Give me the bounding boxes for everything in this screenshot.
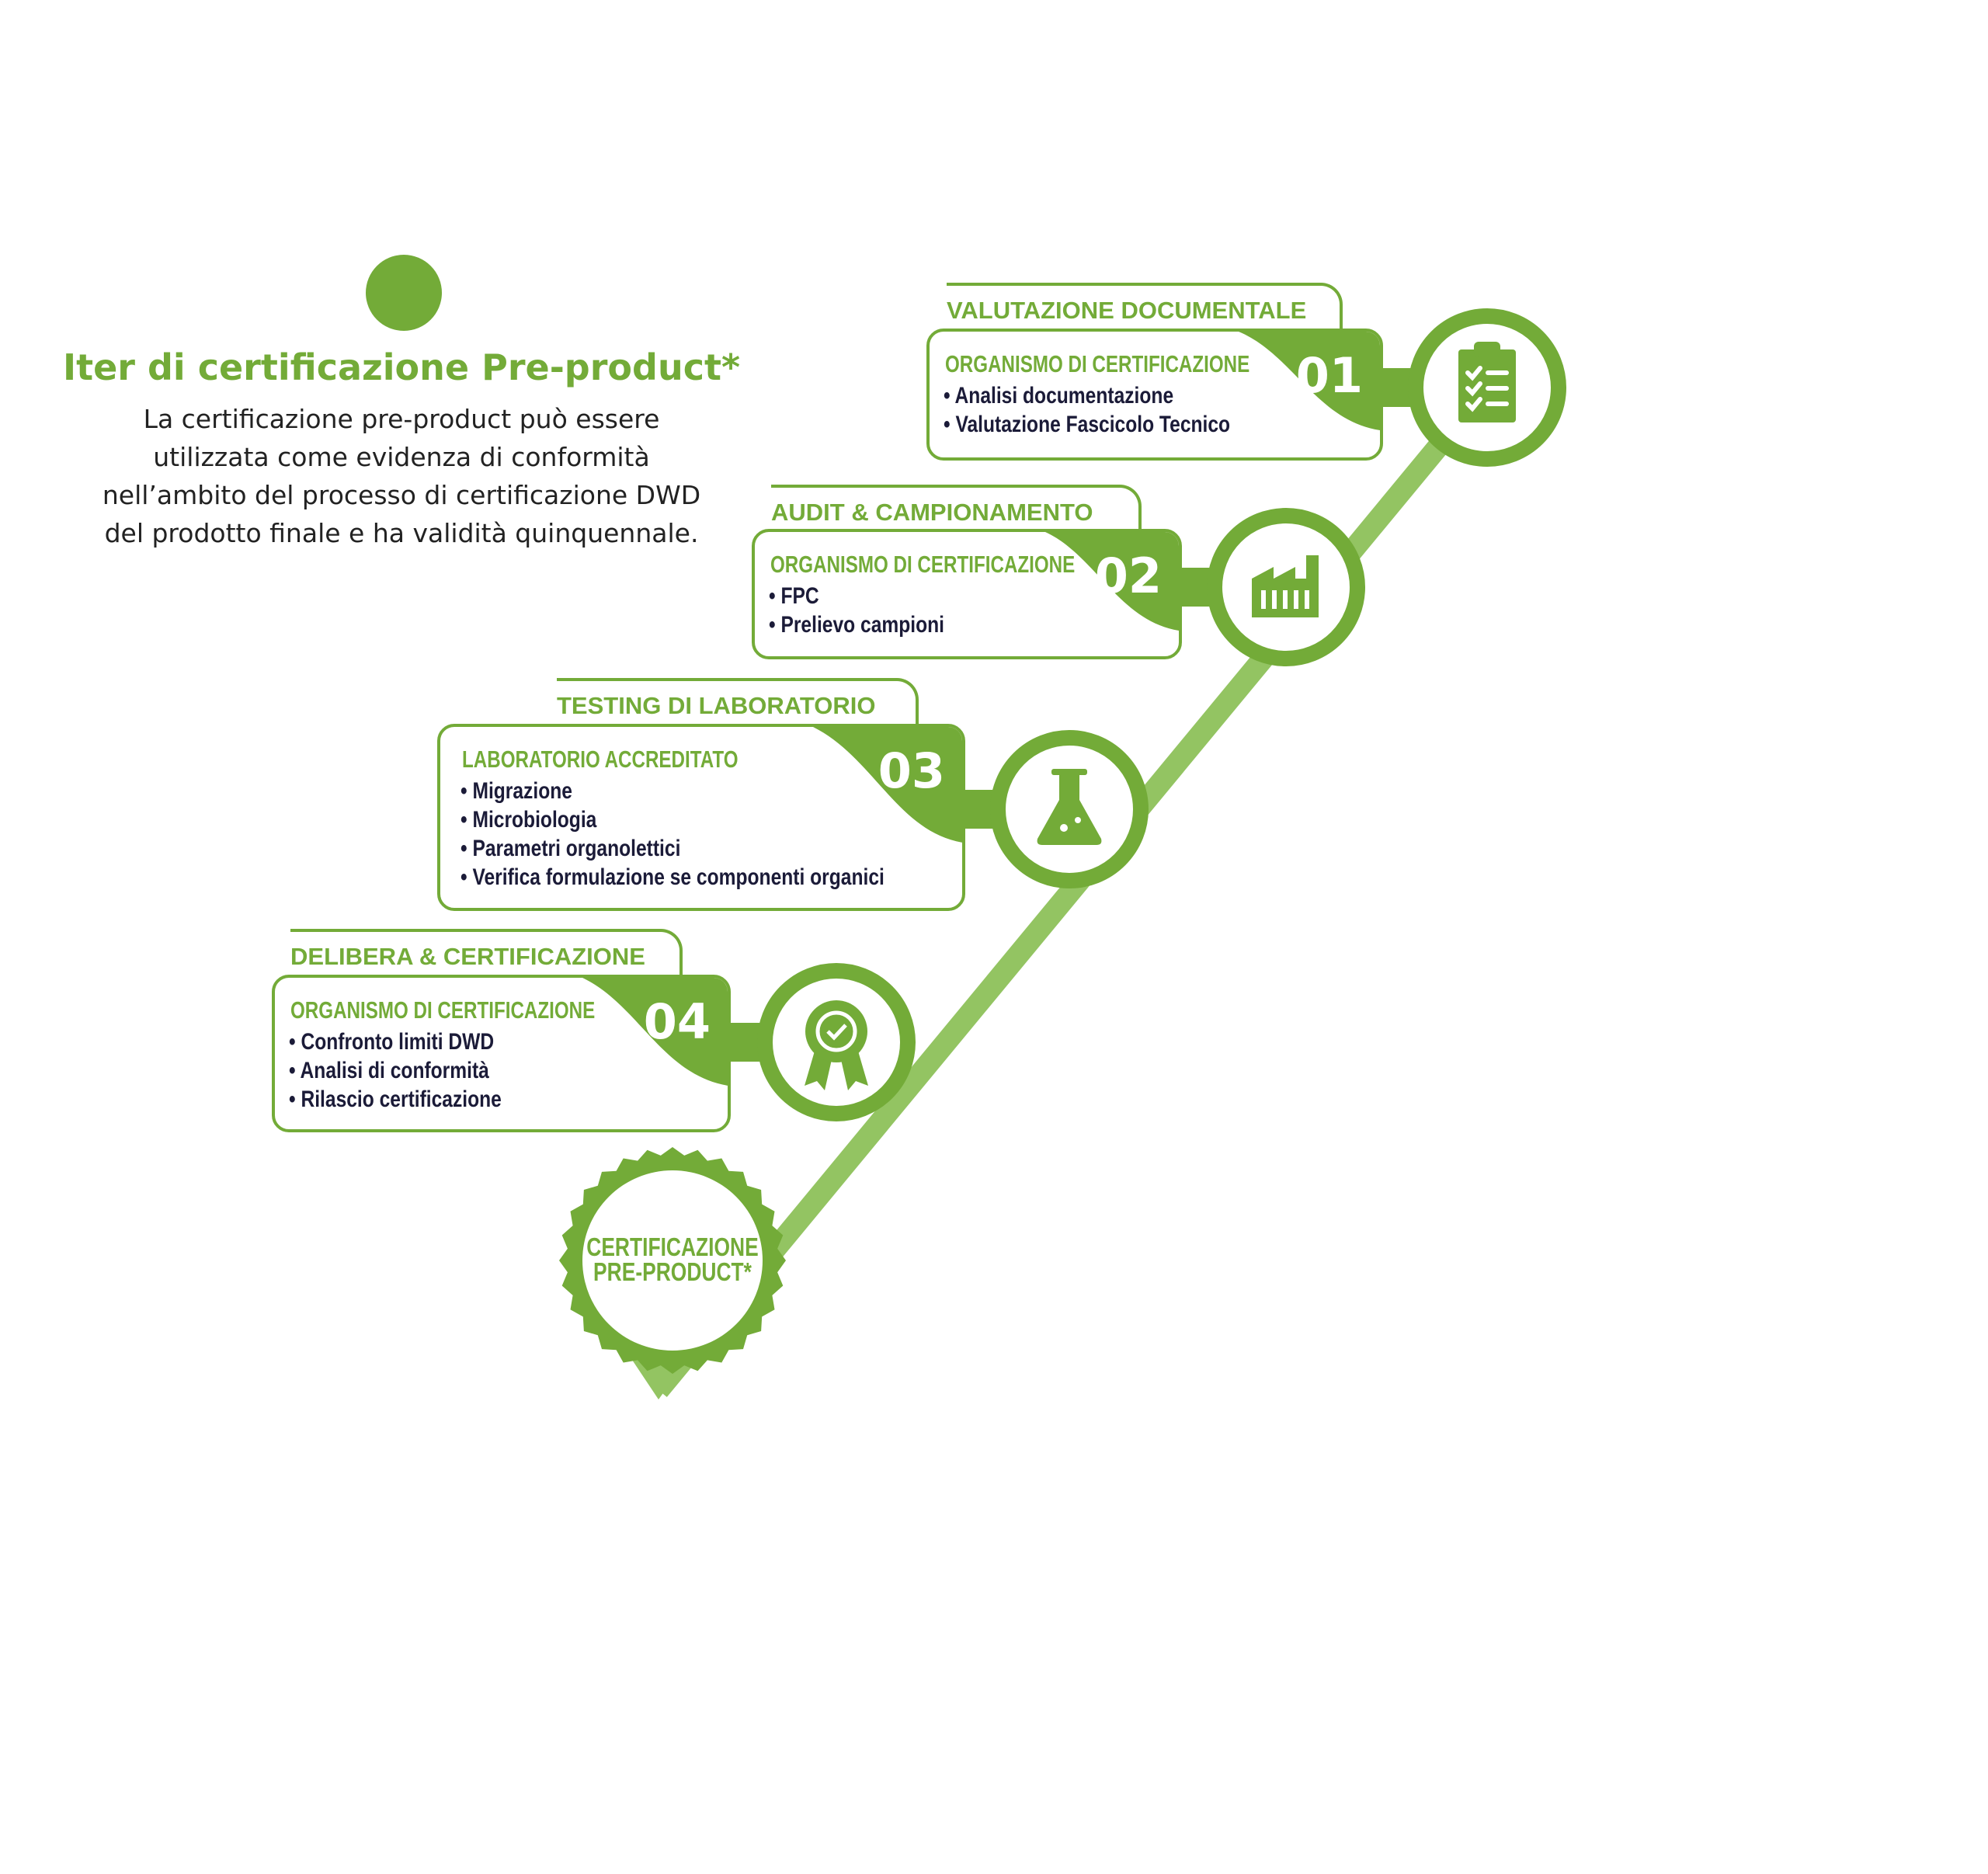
step-items: FPC Prelievo campioni <box>769 582 944 639</box>
final-badge-line: CERTIFICAZIONE <box>586 1233 759 1261</box>
step-1-phase-tab: VALUTAZIONE DOCUMENTALE <box>947 283 1343 337</box>
step-number: 01 <box>1295 347 1363 404</box>
intro-line: La certificazione pre-product può essere <box>143 404 660 434</box>
step-circle-1 <box>1408 308 1566 467</box>
step-card-wedge <box>1045 532 1179 631</box>
list-item: Confronto limiti DWD <box>289 1027 502 1056</box>
intro-line: del prodotto finale e ha validità quinqu… <box>104 518 699 548</box>
step-card-wedge <box>582 978 728 1086</box>
list-item: Analisi di conformità <box>289 1056 502 1085</box>
step-number: 02 <box>1094 548 1162 604</box>
step-phase-label: DELIBERA & CERTIFICAZIONE <box>290 943 645 970</box>
step-2-phase-tab: AUDIT & CAMPIONAMENTO <box>771 485 1142 537</box>
intro-text: La certificazione pre-product può essere… <box>47 400 756 552</box>
list-item: Verifica formulazione se componenti orga… <box>461 863 884 892</box>
step-3-phase-tab: TESTING DI LABORATORIO <box>557 678 919 732</box>
step-4-phase-tab: DELIBERA & CERTIFICAZIONE <box>290 929 683 983</box>
list-item: Migrazione <box>461 777 885 805</box>
step-number: 03 <box>878 742 945 799</box>
header-dot <box>366 255 442 331</box>
list-item: Valutazione Fascicolo Tecnico <box>944 410 1230 439</box>
list-item: FPC <box>769 582 944 610</box>
step-3-card: 03 LABORATORIO ACCREDITATO Migrazione Mi… <box>437 724 965 911</box>
step-number: 04 <box>643 993 711 1050</box>
final-badge-inner <box>582 1170 763 1351</box>
step-4-card: 04 ORGANISMO DI CERTIFICAZIONE Confronto… <box>272 975 731 1132</box>
intro-line: nell’ambito del processo di certificazio… <box>102 480 701 510</box>
step-2-card: 02 ORGANISMO DI CERTIFICAZIONE FPC Preli… <box>752 529 1182 659</box>
step-actor: ORGANISMO DI CERTIFICAZIONE <box>945 350 1250 377</box>
final-badge-label: CERTIFICAZIONE PRE-PRODUCT* <box>579 1233 766 1286</box>
step-actor: ORGANISMO DI CERTIFICAZIONE <box>290 996 596 1024</box>
step-actor: LABORATORIO ACCREDITATO <box>462 746 739 773</box>
list-item: Microbiologia <box>461 805 885 834</box>
step-card-wedge <box>813 727 962 843</box>
step-phase-label: VALUTAZIONE DOCUMENTALE <box>947 297 1307 324</box>
step-circle-2 <box>1207 508 1365 666</box>
step-card-wedge <box>1239 332 1380 430</box>
final-badge-line: PRE-PRODUCT* <box>593 1257 752 1286</box>
clipboard-checklist-icon <box>1458 342 1516 422</box>
intro-line: utilizzata come evidenza di conformità <box>153 442 650 472</box>
step-1-card: 01 ORGANISMO DI CERTIFICAZIONE Analisi d… <box>926 329 1383 461</box>
step-circle-4 <box>757 963 916 1121</box>
step-phase-label: AUDIT & CAMPIONAMENTO <box>771 499 1093 526</box>
step-circle-3 <box>990 730 1149 888</box>
final-badge <box>559 1147 786 1374</box>
step-phase-label: TESTING DI LABORATORIO <box>557 692 876 719</box>
list-item: Analisi documentazione <box>944 381 1230 410</box>
step-items: Migrazione Microbiologia Parametri organ… <box>461 777 885 892</box>
step-actor: ORGANISMO DI CERTIFICAZIONE <box>770 551 1076 578</box>
award-ribbon-icon <box>805 1000 868 1090</box>
page-title: Iter di certificazione Pre-product* <box>62 346 741 388</box>
factory-icon <box>1252 555 1319 617</box>
list-item: Prelievo campioni <box>769 610 944 639</box>
flask-icon <box>1037 769 1102 845</box>
step-items: Analisi documentazione Valutazione Fasci… <box>944 381 1231 439</box>
list-item: Parametri organolettici <box>461 834 885 863</box>
step-items: Confronto limiti DWD Analisi di conformi… <box>289 1027 502 1114</box>
list-item: Rilascio certificazione <box>289 1085 501 1114</box>
